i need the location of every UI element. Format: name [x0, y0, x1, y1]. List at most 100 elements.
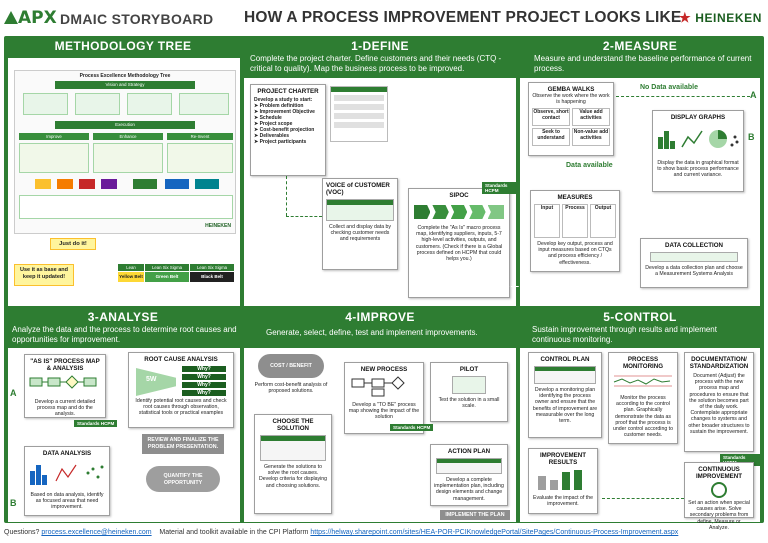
tree-orange-box: [57, 179, 73, 189]
action-plan-table: [436, 458, 502, 474]
cpi-platform-link[interactable]: https://helway.sharepoint.com/sites/HEA-…: [310, 529, 679, 536]
process-monitoring-title: PROCESS MONITORING: [622, 356, 664, 370]
pilot-icon: [452, 376, 486, 394]
tree-node: [179, 93, 229, 115]
apx-logo: APX: [4, 8, 57, 28]
tree-block: [93, 143, 163, 173]
quantify-cloud: QUANTIFY THE OPPORTUNITY: [146, 466, 220, 492]
sipoc-step: [469, 205, 486, 219]
yellow-belt: Yellow Belt: [118, 272, 144, 282]
contact-email-link[interactable]: process.excellence@heineken.com: [41, 529, 152, 536]
continuous-improvement-card: CONTINUOUS IMPROVEMENT Set an action whe…: [684, 462, 754, 531]
star-icon: ★: [678, 10, 692, 25]
continuous-improvement-title: CONTINUOUS IMPROVEMENT: [695, 466, 743, 480]
measure-panel: GEMBA WALKS Observe the work where the w…: [520, 78, 760, 306]
tree-blue-box: [165, 179, 189, 189]
analyse-description: Analyze the data and the process to dete…: [12, 325, 237, 344]
arrow-a-out: A: [750, 90, 757, 100]
voc-table: [326, 199, 394, 221]
sipoc-step: [450, 205, 468, 219]
new-process-title: NEW PROCESS: [360, 366, 408, 373]
implement-plan-label: IMPLEMENT THE PLAN: [440, 510, 510, 520]
material-label: Material and toolkit available in the CP…: [159, 529, 309, 536]
tree-node: [127, 93, 172, 115]
flow-line: [616, 96, 750, 97]
flow-line: [482, 286, 538, 287]
sipoc-text: Complete the "As Is" macro process map, …: [415, 225, 503, 263]
measures-text: Develop key output, process and input me…: [537, 241, 613, 266]
arrow-a-in: A: [10, 388, 17, 398]
graph-line: [681, 130, 703, 148]
voc-card: VOICE of CUSTOMER (VOC) Collect and disp…: [322, 178, 398, 270]
measures-columns: Input Process Output: [534, 204, 616, 238]
graph-point: [735, 140, 739, 144]
display-graphs-text: Display the data in graphical format to …: [657, 160, 739, 179]
as-is-title: "AS IS" PROCESS MAP & ANALYSIS: [30, 358, 100, 372]
continuous-improvement-text: Set an action when special causes arise.…: [688, 500, 750, 531]
data-analysis-text: Based on data analysis, identify as focu…: [30, 492, 104, 511]
charter-item: ➤ Project scope: [254, 121, 293, 127]
choose-solution-card: CHOOSE THE SOLUTION Generate the solutio…: [254, 414, 332, 514]
methodology-title: METHODOLOGY TREE: [54, 39, 192, 53]
cost-benefit-cloud: COST / BENEFIT: [258, 354, 324, 378]
tree-bottom-row: [19, 195, 233, 219]
just-do-it-note: Just do it!: [50, 238, 96, 250]
charter-item: ➤ Deliverables: [254, 133, 290, 139]
review-problem-label: REVIEW AND FINALIZE THE PROBLEM PRESENTA…: [142, 434, 224, 454]
charter-intro: Develop a study to start:: [254, 97, 313, 103]
tree-purple-box: [101, 179, 117, 189]
improve-description: Generate, select, define, test and imple…: [266, 328, 478, 337]
to-be-map: [351, 376, 405, 397]
voc-title: VOICE of CUSTOMER (VOC): [326, 182, 390, 196]
sipoc-step: [432, 205, 449, 219]
pilot-text: Test the solution in a small scale.: [438, 397, 500, 410]
tree-teal-box: [195, 179, 219, 189]
pilot-card: PILOT Test the solution in a small scale…: [430, 362, 508, 422]
sipoc-step: [487, 205, 505, 219]
graph-bar: [670, 141, 675, 149]
control-plan-table: [534, 366, 596, 384]
data-analysis-charts: [30, 464, 104, 485]
page-title: HOW A PROCESS IMPROVEMENT PROJECT LOOKS …: [244, 9, 682, 26]
data-collection-card: DATA COLLECTION Develop a data collectio…: [640, 238, 748, 288]
improvement-results-title: IMPROVEMENT RESULTS: [539, 452, 587, 466]
tree-block: [19, 143, 89, 173]
tree-block: [167, 143, 233, 173]
gemba-walks-card: GEMBA WALKS Observe the work where the w…: [528, 82, 614, 156]
control-plan-title: CONTROL PLAN: [540, 356, 590, 363]
documentation-text: Document (Adjust) the process with the n…: [688, 373, 750, 435]
belt-header: Lean Six Sigma: [145, 264, 189, 271]
graph-bar: [658, 137, 663, 149]
graph-point: [733, 135, 737, 139]
new-process-card: NEW PROCESS Develop a "TO BE" process ma…: [344, 362, 424, 434]
sipoc-standards-tag: Standards HCPM: [482, 182, 516, 194]
collection-table: [650, 252, 738, 262]
cost-benefit-text: Perform cost-benefit analysis of propose…: [254, 382, 328, 395]
measures-card: MEASURES Input Process Output Develop ke…: [530, 190, 620, 272]
five-whys-diagram: 5W Why? Why? Why? Why?: [132, 366, 230, 398]
results-chart: [538, 470, 582, 490]
storyboard-frame: METHODOLOGY TREE Process Excellence Meth…: [4, 36, 764, 531]
questions-label: Questions?: [4, 529, 40, 536]
measures-title: MEASURES: [557, 194, 593, 201]
arrow-b-out: B: [748, 132, 755, 142]
control-plan-card: CONTROL PLAN Develop a monitoring plan i…: [528, 352, 602, 438]
sipoc-card: SIPOC Complete the "As Is" macro process…: [408, 188, 510, 298]
belt-table: Lean Lean Six Sigma Lean Six Sigma Yello…: [118, 264, 238, 286]
data-collection-title: DATA COLLECTION: [665, 242, 723, 249]
solution-matrix: [260, 435, 326, 461]
root-cause-text: Identify potential root causes and check…: [135, 398, 227, 417]
tree-node: [75, 93, 120, 115]
gemba-title: GEMBA WALKS: [547, 86, 595, 93]
control-title: 5-CONTROL: [603, 310, 677, 324]
improve-title: 4-IMPROVE: [345, 310, 415, 324]
as-is-process-card: "AS IS" PROCESS MAP & ANALYSIS Develop a…: [24, 354, 106, 418]
charter-item: ➤ Cost-benefit projection: [254, 127, 315, 133]
charter-item: ➤ Improvement Objective: [254, 109, 315, 115]
improvement-results-text: Evaluate the impact of the improvement.: [533, 495, 593, 508]
action-plan-title: ACTION PLAN: [447, 448, 491, 455]
improvement-results-card: IMPROVEMENT RESULTS Evaluate the impact …: [528, 448, 598, 514]
cycle-icon: [711, 482, 727, 498]
tree-column-enhance: Enhance: [93, 133, 163, 140]
sipoc-chevrons: [414, 205, 505, 219]
